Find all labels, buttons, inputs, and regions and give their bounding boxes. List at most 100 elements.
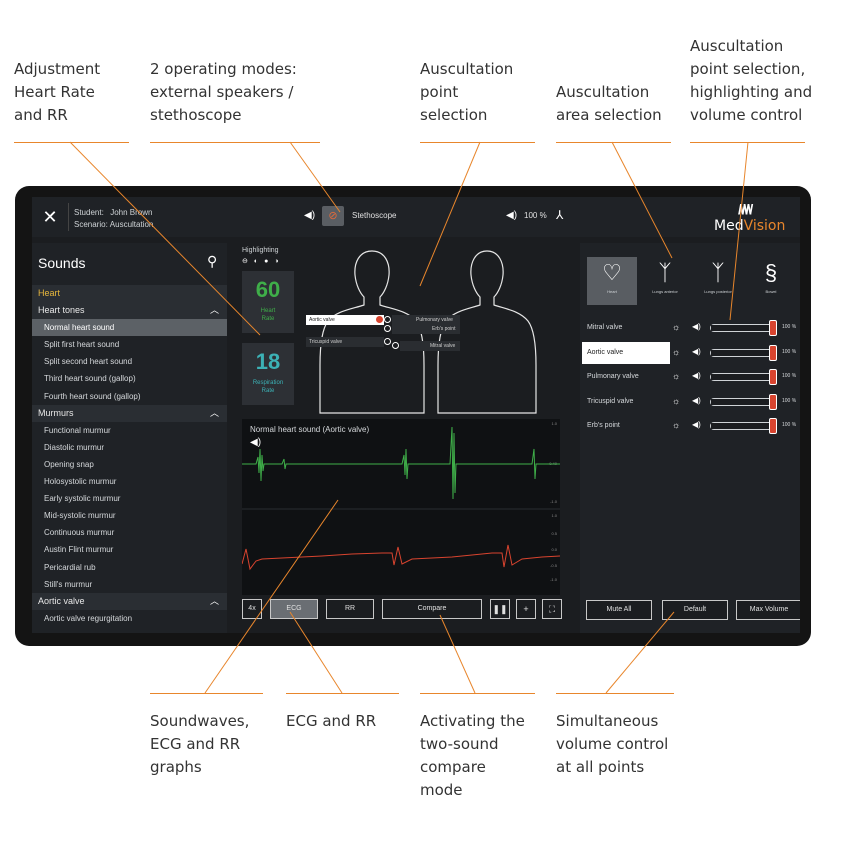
sidebar-sound-item[interactable]: Austin Flint murmur <box>44 545 114 555</box>
point-name[interactable]: Tricuspid valve <box>587 397 634 405</box>
sidebar-sound-item[interactable]: Opening snap <box>44 459 94 469</box>
chevron-up-icon[interactable]: ︿ <box>209 595 219 606</box>
valve-label-pulmonary[interactable]: Pulmonary valve <box>392 315 460 325</box>
annotation-soundwaves: Soundwaves, ECG and RR graphs <box>150 712 250 776</box>
point-name[interactable]: Erb's point <box>587 422 620 429</box>
area-bowel[interactable]: § Bowel <box>746 257 796 305</box>
stethoscope-off-icon: ⊘ <box>328 210 338 222</box>
auscultation-point-row[interactable]: Aortic valve☼◀)100 % <box>580 341 800 364</box>
graph-speaker-icon[interactable]: ◀) <box>250 437 262 448</box>
highlight-icon[interactable]: ☼ <box>672 322 681 332</box>
sidebar-sound-item[interactable]: Early systolic murmur <box>44 494 121 504</box>
volume-slider-knob[interactable] <box>769 344 777 361</box>
volume-slider-fill <box>711 393 777 410</box>
plus-icon: + <box>523 604 529 614</box>
highlight-icon[interactable]: ☼ <box>672 346 681 357</box>
speaker-icon[interactable]: ◀) <box>692 322 701 331</box>
pause-button[interactable]: ❚❚ <box>490 599 510 619</box>
sidebar-group[interactable]: Heart tones︿ <box>32 302 227 320</box>
valve-point-aortic[interactable] <box>376 316 383 323</box>
sidebar-sound-item[interactable]: Pericardial rub <box>44 562 96 572</box>
annotation-rule <box>556 142 671 143</box>
point-name[interactable]: Aortic valve <box>582 341 670 364</box>
auscultation-point-row[interactable]: Tricuspid valve☼◀)100 % <box>580 391 800 413</box>
speaker-icon[interactable]: ◀) <box>692 346 701 356</box>
area-heart[interactable]: ♡ Heart <box>587 257 637 305</box>
valve-label-erbs[interactable]: Erb's point <box>392 324 460 334</box>
volume-slider-knob[interactable] <box>769 320 777 336</box>
area-lungs-posterior[interactable]: ᛉ Lungs posterior <box>693 257 743 305</box>
stethoscope-mode-button[interactable]: ⊘ <box>322 206 344 226</box>
valve-label-tricuspid[interactable]: Tricuspid valve <box>306 337 384 347</box>
ecg-trace <box>242 544 560 571</box>
ecg-button[interactable]: ECG <box>270 599 318 619</box>
sidebar-sound-item[interactable]: Diastolic murmur <box>44 442 105 452</box>
sidebar-group-label: Murmurs <box>38 407 74 418</box>
mute-all-button[interactable]: Mute All <box>586 600 652 620</box>
point-name[interactable]: Mitral valve <box>587 324 623 331</box>
heart-rate-control[interactable]: 60 Heart Rate <box>242 271 294 333</box>
valve-point-pulmonary[interactable] <box>384 316 391 323</box>
point-name[interactable]: Pulmonary valve <box>587 373 639 380</box>
valve-label-aortic[interactable]: Aortic valve <box>306 315 384 325</box>
search-icon[interactable]: ⚲ <box>207 253 218 269</box>
add-button[interactable]: + <box>516 599 536 619</box>
annotation-rule <box>420 142 535 143</box>
chevron-up-icon[interactable]: ︿ <box>209 305 219 316</box>
speaker-icon[interactable]: ◀) <box>692 371 701 380</box>
auscultation-point-row[interactable]: Erb's point☼◀)100 % <box>580 415 800 437</box>
speaker-icon[interactable]: ◀) <box>692 395 701 405</box>
annotation-simultaneous: Simultaneous volume control at all point… <box>556 712 669 776</box>
sidebar-sound-item[interactable]: Split second heart sound <box>44 357 133 367</box>
volume-slider[interactable] <box>710 369 777 385</box>
sidebar-sound-item[interactable]: Mid-systolic murmur <box>44 511 116 521</box>
area-lungs-anterior[interactable]: ᛉ Lungs anterior <box>640 257 690 305</box>
volume-slider[interactable] <box>710 344 777 361</box>
sidebar-sound-item[interactable]: Functional murmur <box>44 425 111 435</box>
speaker-mode-icon[interactable]: ◀) <box>304 210 316 221</box>
volume-slider[interactable] <box>710 393 777 410</box>
area-label: Lungs posterior <box>704 289 732 294</box>
sidebar-sound-item[interactable]: Holosystolic murmur <box>44 477 117 487</box>
max-volume-button[interactable]: Max Volume <box>736 600 800 620</box>
sidebar-sound-item[interactable]: Continuous murmur <box>44 528 115 538</box>
auscultation-point-row[interactable]: Mitral valve☼◀)100 % <box>580 317 800 339</box>
speaker-icon[interactable]: ◀) <box>692 420 701 429</box>
volume-icon[interactable]: ◀) <box>506 210 518 221</box>
sidebar-group[interactable]: Murmurs ︿ <box>32 404 227 422</box>
volume-slider-fill <box>711 344 777 361</box>
highlight-icon[interactable]: ☼ <box>672 395 681 406</box>
volume-slider-knob[interactable] <box>769 393 777 410</box>
valve-label-mitral[interactable]: Mitral valve <box>400 341 460 351</box>
sidebar-sound-item[interactable]: Still's murmur <box>44 579 93 589</box>
valve-point-tricuspid[interactable] <box>384 338 391 345</box>
compare-button[interactable]: Compare <box>382 599 482 619</box>
volume-slider-fill <box>711 418 777 434</box>
valve-point-mitral[interactable] <box>392 342 399 349</box>
sidebar-sound-item[interactable]: Normal heart sound <box>32 319 227 337</box>
highlight-icon[interactable]: ☼ <box>672 371 681 381</box>
auscultation-point-row[interactable]: Pulmonary valve☼◀)100 % <box>580 366 800 388</box>
sidebar-group[interactable]: Aortic valve︿ <box>32 592 227 610</box>
chevron-up-icon[interactable]: ︿ <box>209 407 219 418</box>
close-button[interactable]: ✕ <box>42 207 58 227</box>
volume-slider-knob[interactable] <box>769 369 777 385</box>
default-button[interactable]: Default <box>662 600 728 620</box>
sidebar-sound-item[interactable]: Aortic valve regurgitation <box>44 613 133 623</box>
annotation-adjustment: Adjustment Heart Rate and RR <box>14 60 101 124</box>
sidebar-sound-item[interactable]: Third heart sound (gallop) <box>44 374 136 384</box>
respiration-rate-control[interactable]: 18 Respiration Rate <box>242 343 294 405</box>
sidebar-category-heart[interactable]: Heart <box>32 285 227 303</box>
highlight-icon[interactable]: ☼ <box>672 420 681 430</box>
sidebar-sound-item[interactable]: Fourth heart sound (gallop) <box>44 391 141 401</box>
volume-slider[interactable] <box>710 418 777 434</box>
speed-button[interactable]: 4x <box>242 599 262 619</box>
valve-point-erbs[interactable] <box>384 325 391 332</box>
volume-slider-knob[interactable] <box>769 418 777 434</box>
network-icon[interactable]: ⅄ <box>556 208 564 222</box>
volume-slider[interactable] <box>710 320 777 336</box>
sidebar-sound-item[interactable]: Split first heart sound <box>44 340 120 350</box>
rr-button[interactable]: RR <box>326 599 374 619</box>
fullscreen-button[interactable]: ⛶ <box>542 599 562 619</box>
highlighting-options[interactable]: ⊖◐●◑ <box>242 258 285 265</box>
